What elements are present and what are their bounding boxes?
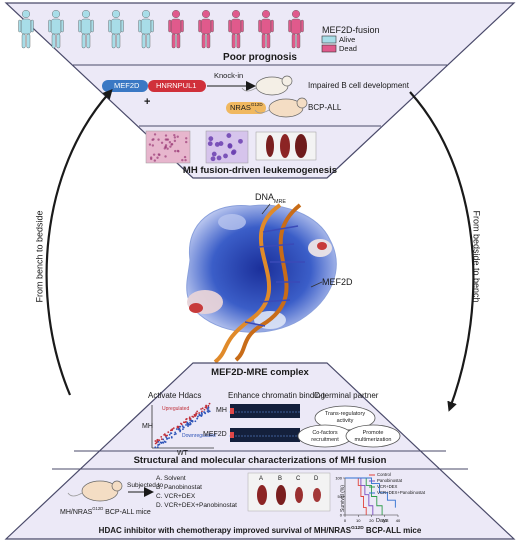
label-bench-to-bedside: From bench to bedside: [34, 210, 45, 303]
chromatin-track-mef2d: [230, 428, 300, 442]
km-legend-2: VCR+DEX: [377, 484, 398, 489]
section-title-characterization: Structural and molecular characterizatio…: [133, 455, 387, 466]
scatter-axis-y-label: MH: [142, 423, 153, 430]
histology-slide-icon: [145, 130, 191, 164]
treatment-d: D. VCR+DEX+Panobinostat: [156, 502, 237, 509]
upregulated-label: Upregulated: [162, 406, 190, 412]
person-icon: [108, 9, 124, 49]
spleen-letter-c: C: [296, 476, 301, 482]
downregulated-label: Downregulated: [182, 433, 216, 439]
mouse-icon: [67, 480, 123, 502]
legend-dead-swatch: [321, 44, 337, 53]
km-ylabel: Survival (%): [339, 485, 346, 512]
person-icon: [48, 9, 64, 49]
legend-title: MEF2D-fusion: [322, 25, 380, 35]
person-icon: [228, 9, 244, 49]
protein-label-leader: [310, 281, 323, 288]
person-icon: [18, 9, 34, 49]
gene-hnrnpul1-label: HNRNPUL1: [156, 81, 197, 90]
legend-alive-label: Alive: [339, 35, 356, 44]
spleen-icon: [276, 485, 286, 505]
spleen-letter-b: B: [278, 476, 283, 482]
person-icon: [78, 9, 94, 49]
km-xlabel: Days: [376, 518, 389, 524]
legend-dead-label: Dead: [339, 44, 357, 53]
expression-scatter-plot: [151, 402, 214, 449]
spleen-icon: [266, 135, 274, 157]
spleen-letter-d: D: [314, 476, 319, 482]
track-mef2d-label: MEF2D: [203, 431, 227, 438]
gene-mef2d-bar: [102, 80, 148, 92]
person-icon: [138, 9, 154, 49]
person-icon: [258, 9, 274, 49]
subjected-to-label: Subjected to: [127, 482, 164, 489]
gene-mef2d-label: MEF2D: [114, 81, 140, 90]
track-mh-label: MH: [216, 407, 227, 414]
chromatin-track-mh: [230, 404, 300, 418]
col-c-terminal-partner: C-terminal partner: [314, 391, 379, 400]
section-title-poor-prognosis: Poor prognosis: [223, 52, 297, 63]
func-multimerization: Promote multimerization: [354, 430, 392, 443]
km-series-2: [345, 477, 383, 515]
km-series-1: [345, 477, 374, 515]
km-legend-3: VCR+DEX+Panobinostat: [377, 490, 426, 495]
km-series-0: [345, 477, 367, 515]
col-enhance-chromatin: Enhance chromatin binding: [228, 391, 325, 400]
km-series-3: [345, 477, 396, 508]
person-icon: [288, 9, 304, 49]
spleen-icon: [257, 485, 267, 505]
nras-label: NRASG12D: [230, 102, 263, 112]
dna-helix: [213, 203, 305, 364]
survival-chart: 0 10 20 30 40 0 50 100: [335, 474, 401, 523]
section-title-leukemogenesis: MH fusion-driven leukemogenesis: [182, 165, 338, 176]
spleen-icon: [295, 134, 307, 158]
outcome-bcp-all: BCP-ALL: [308, 103, 342, 112]
section-title-survival: HDAC inhibitor with chemotherapy improve…: [98, 526, 422, 535]
km-legend-1: Panobinostat: [377, 478, 403, 483]
mice-label: MH/NRASG12D BCP-ALL mice: [60, 506, 151, 516]
outcome-impaired-b-cell: Impaired B cell development: [308, 81, 409, 90]
protein-structure-icon: [186, 204, 337, 333]
func-cofactors: Co-factors recruitment: [311, 430, 339, 443]
km-x-tick-label: 10: [356, 518, 361, 523]
complex-title: MEF2D-MRE complex: [211, 367, 309, 378]
spleen-icon: [313, 488, 321, 502]
mef2d-protein-label: MEF2D: [322, 277, 353, 287]
arrow-bedside-to-bench: [409, 91, 475, 412]
arrow-bench-to-bedside: [45, 89, 113, 396]
km-x-tick-label: 20: [369, 518, 374, 523]
scatter-axis-x-label: WT: [177, 450, 188, 457]
dna-mre-label: DNAMRE: [255, 192, 286, 205]
treatment-c: C. VCR+DEX: [156, 493, 196, 500]
km-x-tick-label: 30: [383, 518, 388, 523]
func-oval-multimerization: [345, 424, 401, 448]
km-y-tick-label: 100: [335, 476, 342, 481]
mouse-icon: [254, 97, 308, 118]
gene-hnrnpul1-bar: [148, 80, 206, 92]
label-bedside-to-bench: From bedside to bench: [471, 210, 482, 303]
km-legend-0: Control: [377, 472, 391, 477]
km-y-tick-label: 0: [340, 513, 343, 518]
knockin-label: Knock-in: [214, 71, 244, 80]
km-x-tick-label: 0: [344, 518, 347, 523]
person-icon: [168, 9, 184, 49]
person-icon: [198, 9, 214, 49]
km-x-tick-label: 40: [396, 518, 401, 523]
func-trans-regulatory: Trans-regulatory activity: [324, 411, 366, 424]
km-y-tick-label: 50: [338, 494, 343, 499]
mouse-icon: [241, 75, 293, 96]
dna-label-leader: [261, 203, 271, 215]
legend-alive-swatch: [321, 35, 337, 44]
spleen-icon: [280, 134, 290, 158]
spleen-icon: [295, 487, 303, 503]
col-activate-hdacs: Activate Hdacs: [148, 391, 202, 400]
treatment-a: A. Solvent: [156, 475, 186, 482]
plus-sign: +: [144, 96, 151, 108]
patient-figures: [18, 9, 304, 49]
spleen-letter-a: A: [259, 476, 264, 482]
treatment-b: B. Panobinostat: [156, 484, 202, 491]
